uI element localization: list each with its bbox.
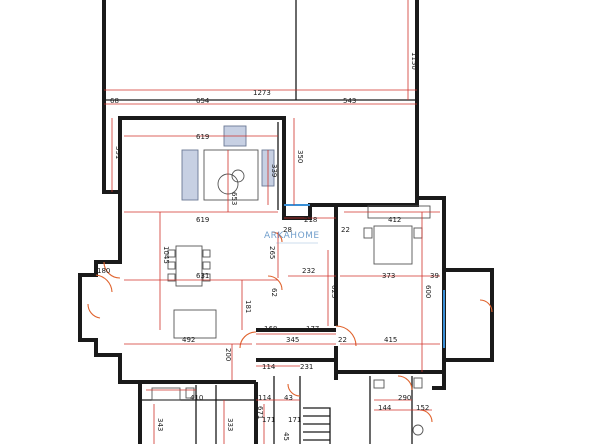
dim-label: 39 [430,272,439,280]
dim-label: 654 [196,97,210,105]
dim-label: 619 [196,133,209,141]
dim-label: 177 [306,325,319,333]
dim-label: 114 [258,394,272,402]
dim-label: 345 [286,336,299,344]
dim-label: 171 [262,416,275,424]
dim-label: 62 [270,288,278,297]
dim-label: 168 [264,325,277,333]
door-swings [87,231,493,423]
dining-furniture [167,245,217,339]
dimension-lines [104,0,440,444]
inner-walls [120,117,444,444]
dim-label: 343 [156,418,164,431]
dim-label: 43 [284,394,293,402]
side-table-round [231,169,245,183]
kitchen-island [173,309,217,339]
dim-label: 218 [304,216,317,224]
dim-label: 671 [256,406,264,419]
watermark-text: ARKAHOME [264,231,320,241]
bath-vanity [151,387,181,401]
dim-label: 410 [190,394,203,402]
dim-label: 1273 [253,89,271,97]
dim-label: 68 [110,97,119,105]
dim-label: 350 [296,150,304,163]
bed [373,225,413,265]
dim-label: 171 [288,416,301,424]
dim-label: 333 [226,418,234,431]
dim-label: 600 [424,285,432,298]
dim-label: 543 [343,97,356,105]
dim-label: 653 [230,192,238,205]
dim-label: 290 [398,394,411,402]
living-furniture [181,125,275,201]
dim-label: 114 [262,363,276,371]
dim-label: 415 [384,336,397,344]
dim-label: 391 [114,146,122,159]
dim-label: 1045 [162,246,170,264]
dim-label: 28 [283,226,292,234]
dim-label: 619 [196,216,209,224]
dim-label: 231 [300,363,313,371]
dim-label: 45 [282,432,290,441]
windows [284,204,445,348]
dim-label: 373 [382,272,395,280]
bathroom-furniture [151,377,424,436]
dim-label: 144 [378,404,392,412]
dim-label: 22 [341,226,350,234]
dim-label: 265 [268,246,276,259]
dining-table [175,245,203,287]
rug [203,149,259,201]
dimension-labels: 1150 1273 68 654 543 391 619 350 339 653… [97,52,439,441]
sofa-left [181,149,199,201]
dim-label: 181 [244,300,252,313]
dim-label: 22 [338,336,347,344]
dim-label: 631 [196,272,209,280]
dim-label: 339 [270,164,278,177]
dim-label: 180 [97,267,110,275]
dim-label: 412 [388,216,401,224]
dim-label: 200 [224,348,232,361]
dim-label: 152 [416,404,429,412]
dim-label: 492 [182,336,195,344]
watermark-logo: ARKAHOME [264,231,320,244]
dim-label: 623 [330,285,338,298]
bedroom-furniture [363,205,431,265]
terrace-walls [102,0,419,198]
staircase [303,407,331,444]
dim-label: 232 [302,267,315,275]
dim-label: 1150 [410,52,418,70]
